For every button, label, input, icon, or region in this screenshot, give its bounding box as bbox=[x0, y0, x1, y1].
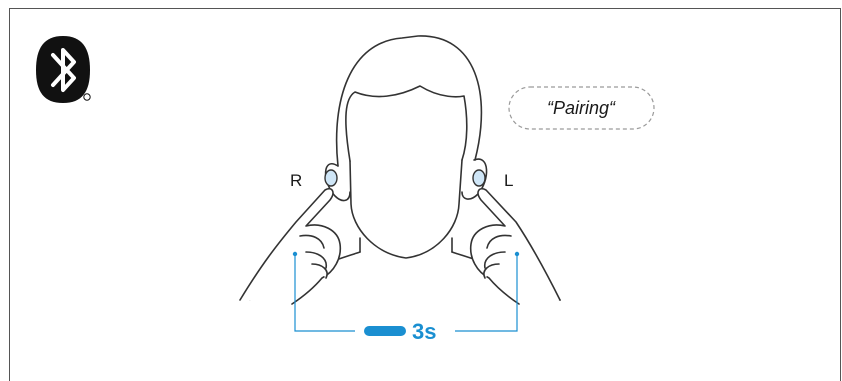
press-duration-label: 3s bbox=[412, 319, 436, 344]
earbud-right-icon bbox=[325, 170, 337, 186]
bluetooth-logo-icon bbox=[36, 36, 90, 103]
registered-mark-icon bbox=[84, 94, 90, 100]
pairing-callout-text: “Pairing“ bbox=[547, 98, 616, 118]
hand-left-icon bbox=[471, 189, 560, 304]
press-duration-pill-icon bbox=[364, 326, 406, 336]
earbud-left-icon bbox=[473, 170, 485, 186]
hand-right-icon bbox=[240, 189, 340, 304]
label-right: R bbox=[290, 171, 302, 190]
label-left: L bbox=[504, 171, 513, 190]
